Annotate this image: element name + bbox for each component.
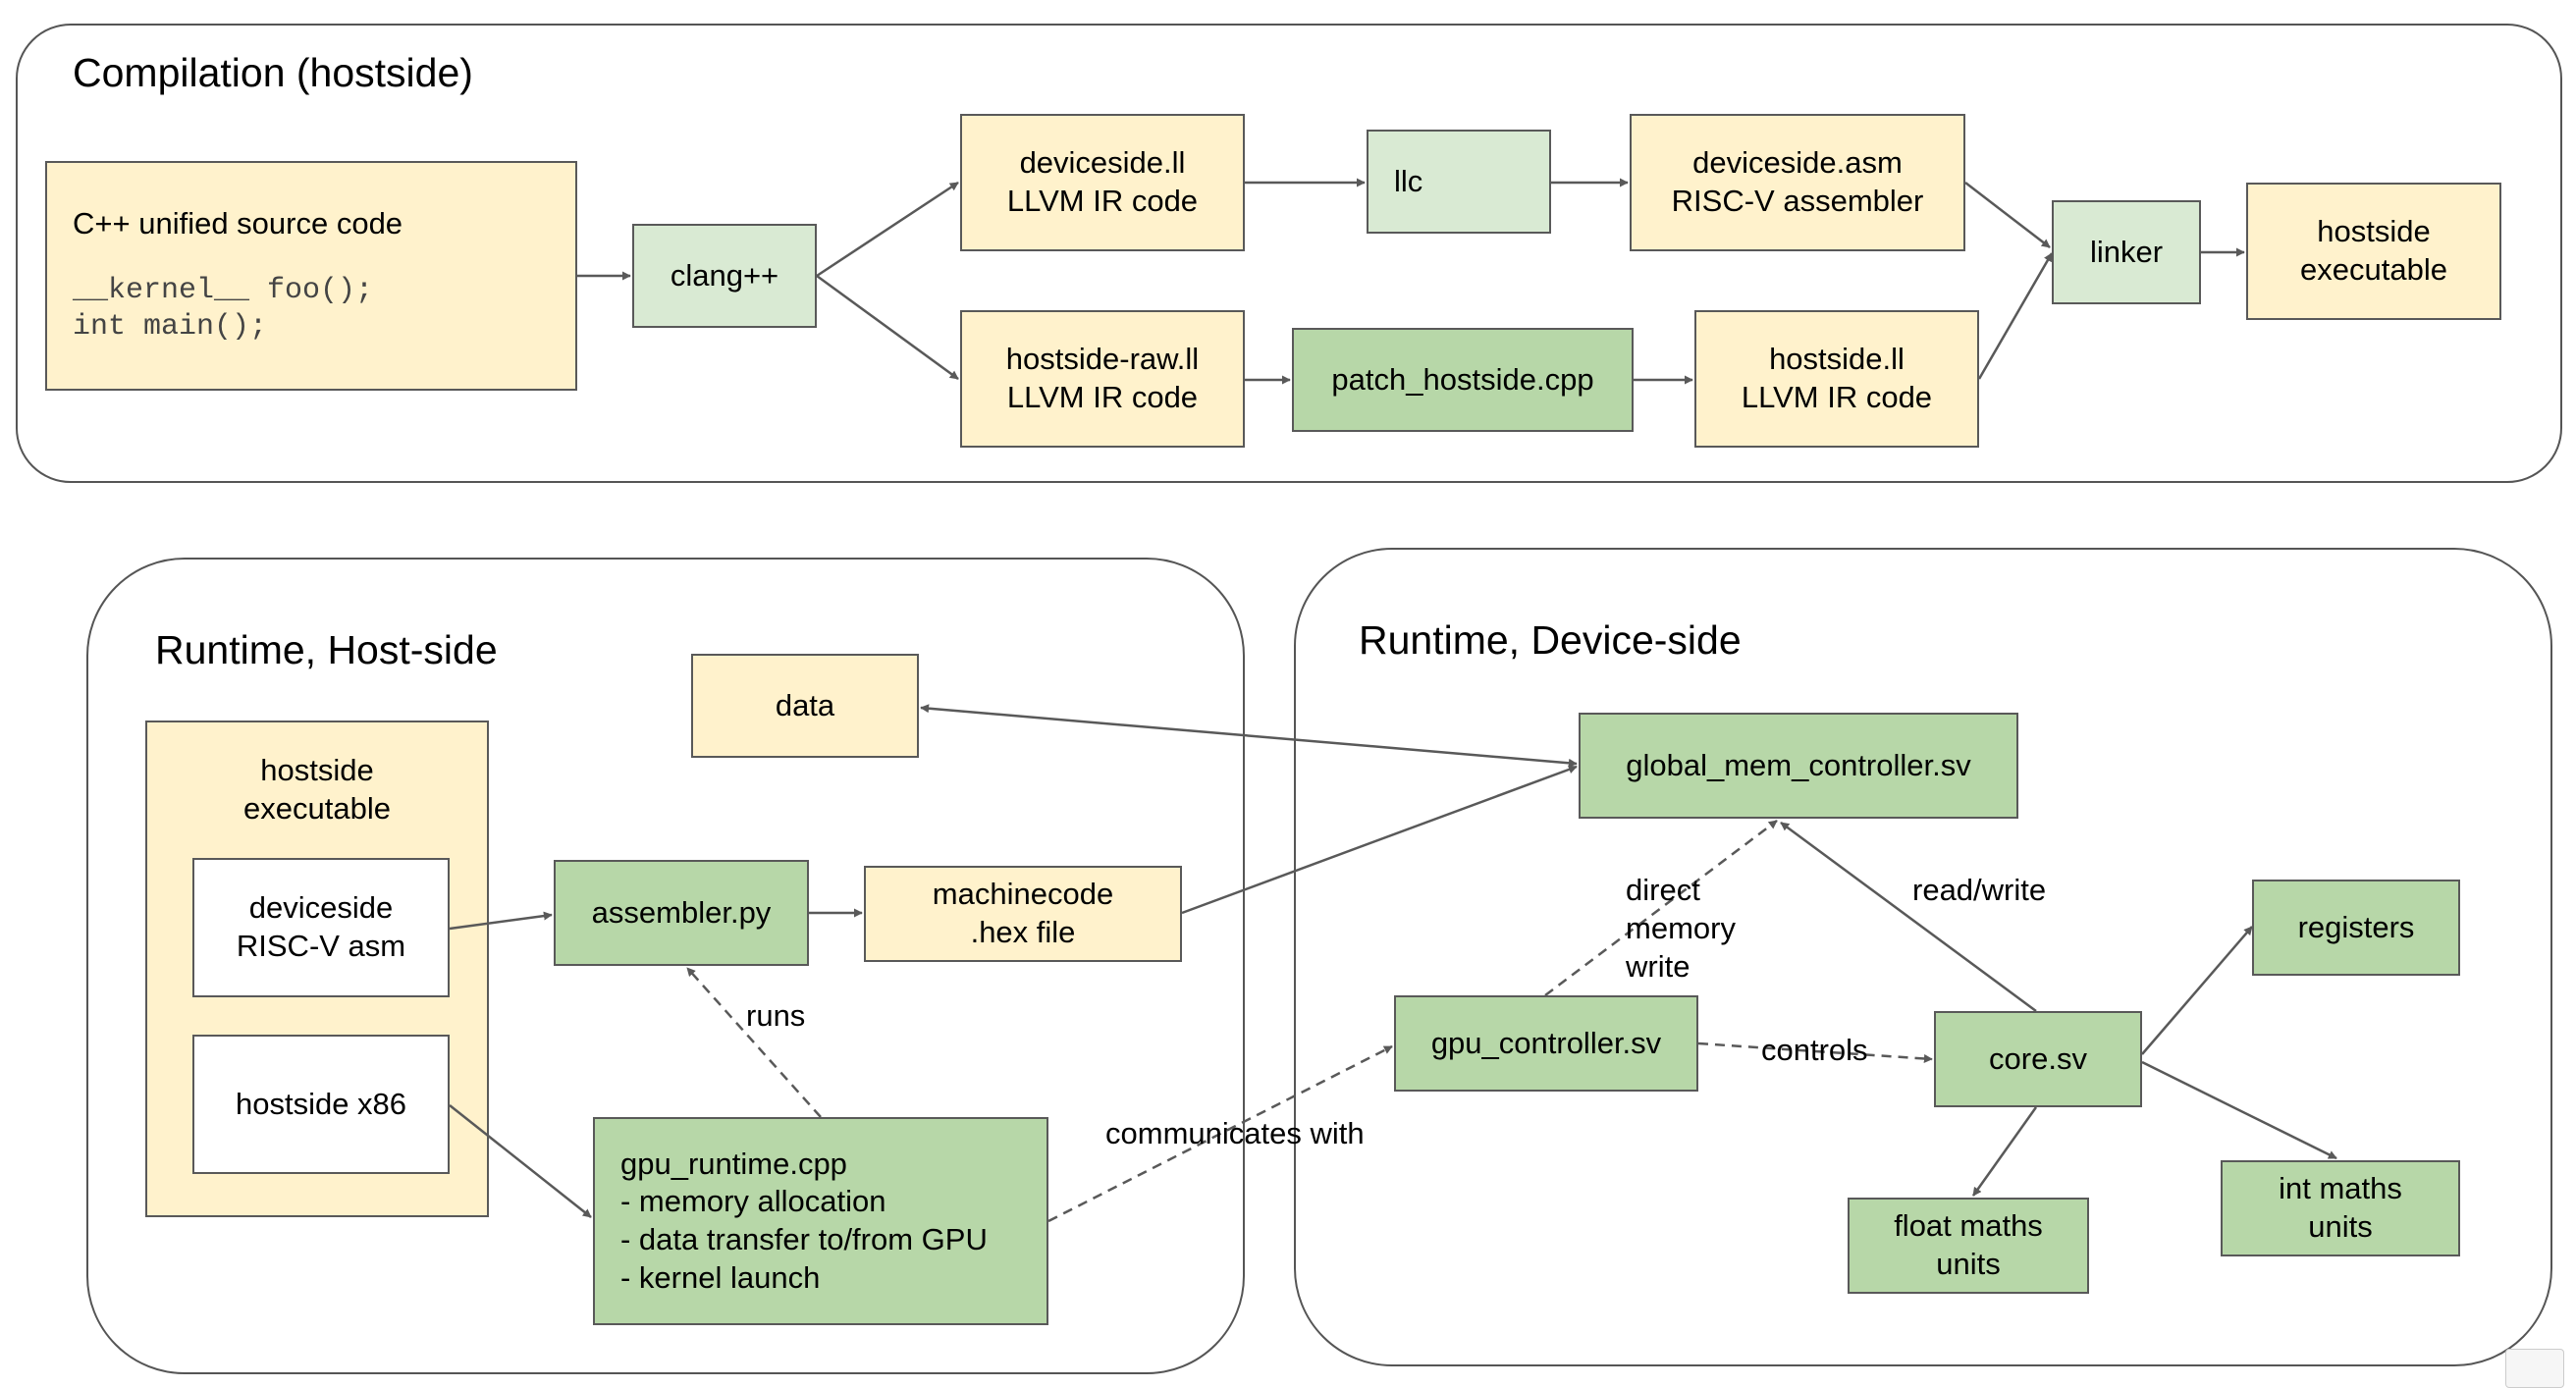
machinecode-line1: machinecode — [932, 877, 1114, 912]
cpp-source-code-kernel: __kernel__ foo(); — [73, 273, 374, 307]
deviceside-asm-desc: RISC-V assembler — [1671, 184, 1924, 218]
gpu-runtime-feature-3: - kernel launch — [620, 1259, 821, 1295]
int-maths-units-line1: int maths — [2279, 1171, 2402, 1206]
deviceside-riscv-box: deviceside RISC-V asm — [192, 858, 450, 997]
linker-label: linker — [2089, 234, 2164, 269]
corner-widget-button[interactable] — [2505, 1349, 2564, 1388]
deviceside-riscv-line1: deviceside — [248, 890, 394, 926]
hostside-executable-line2: executable — [243, 790, 391, 826]
data-box: data — [691, 654, 919, 758]
hostside-raw-ll-name: hostside-raw.ll — [1005, 342, 1200, 377]
compilation-region — [16, 24, 2562, 483]
hostside-ll-desc: LLVM IR code — [1741, 380, 1933, 414]
hostside-raw-ll-box: hostside-raw.ll LLVM IR code — [960, 310, 1245, 448]
cpp-source-box: C++ unified source code __kernel__ foo()… — [45, 161, 577, 391]
clang-label: clang++ — [670, 257, 779, 293]
int-maths-units-line2: units — [2308, 1209, 2373, 1244]
communicates-with-label: communicates with — [1105, 1116, 1365, 1150]
gpu-controller-label: gpu_controller.sv — [1430, 1025, 1662, 1060]
hostside-executable-line1: hostside — [260, 753, 374, 787]
global-mem-controller-label: global_mem_controller.sv — [1626, 747, 1971, 782]
arrow-riscv-to-assembler — [449, 911, 553, 931]
deviceside-asm-name: deviceside.asm — [1692, 145, 1903, 181]
core-label: core.sv — [1989, 1041, 2087, 1076]
float-maths-units-line1: float maths — [1894, 1208, 2043, 1244]
runtime-host-title: Runtime, Host-side — [155, 627, 498, 672]
runtime-device-region — [1294, 548, 2552, 1366]
deviceside-ll-desc: LLVM IR code — [1006, 184, 1199, 218]
int-maths-units-box: int maths units — [2221, 1160, 2460, 1256]
arrow-gpu-controller-controls-core — [1697, 1041, 1933, 1063]
runtime-host-region — [86, 558, 1245, 1374]
arrow-clang-to-hostside-raw-ll — [816, 274, 959, 381]
cpp-source-title: C++ unified source code — [73, 206, 403, 241]
hostside-ll-box: hostside.ll LLVM IR code — [1694, 310, 1979, 448]
arrow-deviceside-asm-to-linker — [1964, 182, 2051, 248]
runtime-device-title: Runtime, Device-side — [1359, 617, 1742, 663]
gpu-runtime-feature-1: - memory allocation — [620, 1184, 886, 1219]
gpu-runtime-feature-2: - data transfer to/from GPU — [620, 1222, 988, 1256]
hostside-executable-output-line2: executable — [2300, 252, 2447, 287]
patch-hostside-label: patch_hostside.cpp — [1331, 361, 1594, 397]
direct-memory-write-label-line1: direct — [1626, 873, 1700, 907]
gpu-runtime-name: gpu_runtime.cpp — [620, 1146, 847, 1181]
clang-box: clang++ — [632, 224, 817, 328]
deviceside-ll-box: deviceside.ll LLVM IR code — [960, 114, 1245, 251]
registers-label: registers — [2297, 909, 2415, 944]
arrow-core-to-float-units — [1971, 1106, 2038, 1197]
machinecode-line2: .hex file — [970, 915, 1076, 949]
runs-label: runs — [746, 998, 806, 1033]
machinecode-box: machinecode .hex file — [864, 866, 1182, 962]
gpu-runtime-box: gpu_runtime.cpp - memory allocation - da… — [593, 1117, 1048, 1325]
assembler-label: assembler.py — [591, 894, 772, 930]
patch-hostside-box: patch_hostside.cpp — [1292, 328, 1634, 432]
hostside-executable-output-box: hostside executable — [2246, 183, 2501, 320]
hostside-ll-name: hostside.ll — [1769, 342, 1905, 377]
float-maths-units-line2: units — [1936, 1247, 2001, 1281]
core-box: core.sv — [1934, 1011, 2142, 1107]
linker-box: linker — [2052, 200, 2201, 304]
arrow-hostside-ll-to-linker — [1977, 252, 2054, 380]
arrow-gpu-runtime-runs-assembler — [686, 967, 822, 1118]
cpp-source-code-main: int main(); — [73, 310, 268, 345]
read-write-label: read/write — [1912, 873, 2047, 907]
arrow-gpu-runtime-to-gpu-controller — [1047, 1044, 1393, 1223]
hostside-executable-output-line1: hostside — [2317, 214, 2431, 249]
global-mem-controller-box: global_mem_controller.sv — [1579, 713, 2018, 819]
arrow-core-to-registers — [2141, 926, 2253, 1055]
registers-box: registers — [2252, 880, 2460, 976]
arrow-hostside-x86-to-gpu-runtime — [449, 1104, 592, 1218]
direct-memory-write-label-line2: memory — [1626, 911, 1736, 945]
hostside-x86-label: hostside x86 — [235, 1086, 407, 1121]
arrow-machinecode-to-global-mem — [1181, 765, 1578, 915]
float-maths-units-box: float maths units — [1848, 1198, 2089, 1294]
arrow-gpu-controller-to-global-mem — [1544, 820, 1778, 996]
assembler-box: assembler.py — [554, 860, 809, 966]
direct-memory-write-label-line3: write — [1626, 949, 1690, 984]
arrow-global-mem-data — [920, 704, 1578, 768]
deviceside-ll-name: deviceside.ll — [1019, 145, 1186, 181]
deviceside-riscv-line2: RISC-V asm — [236, 929, 406, 963]
data-label: data — [775, 687, 835, 722]
controls-label: controls — [1761, 1033, 1868, 1067]
llc-box: llc — [1367, 130, 1551, 234]
llc-label: llc — [1394, 163, 1423, 198]
hostside-raw-ll-desc: LLVM IR code — [1006, 380, 1199, 414]
arrow-core-to-int-units — [2141, 1060, 2337, 1160]
gpu-controller-box: gpu_controller.sv — [1394, 995, 1698, 1092]
hostside-x86-box: hostside x86 — [192, 1035, 450, 1174]
compilation-title: Compilation (hostside) — [73, 50, 473, 95]
arrow-clang-to-deviceside-ll — [816, 181, 959, 278]
deviceside-asm-box: deviceside.asm RISC-V assembler — [1630, 114, 1965, 251]
arrow-core-to-global-mem — [1780, 821, 2037, 1013]
